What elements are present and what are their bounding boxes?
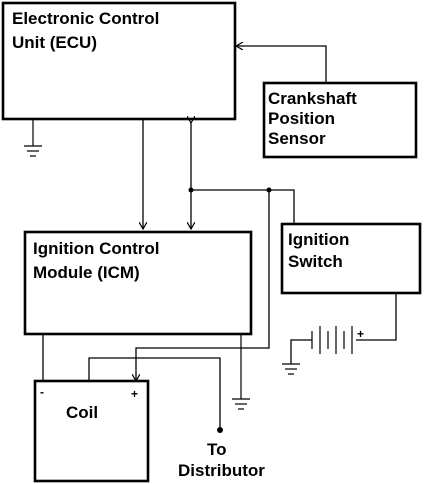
distributor-label-line1: To	[207, 440, 227, 459]
coil-block: Coil - +	[33, 379, 150, 483]
ecu-ground-symbol	[24, 119, 42, 157]
battery-positive-terminal: +	[357, 327, 364, 341]
icm-block: Ignition Control Module (ICM)	[23, 230, 253, 336]
ignition-switch-box	[280, 222, 422, 295]
distributor-label-line2: Distributor	[178, 461, 265, 480]
battery-symbol	[311, 326, 353, 354]
crankshaft-sensor-box	[262, 81, 418, 159]
ecu-label-line1: Electronic Control	[12, 9, 159, 28]
coil-to-distributor-wire	[88, 357, 221, 430]
icm-label-line2: Module (ICM)	[33, 263, 140, 282]
ignition-switch-label-line1: Ignition	[288, 230, 349, 249]
coil-positive-terminal: +	[131, 387, 138, 401]
crankshaft-label-line2: Position	[268, 109, 335, 128]
coil-box	[33, 379, 150, 483]
sensor-to-ecu-wire	[236, 46, 327, 83]
ignition-switch-block: Ignition Switch	[280, 222, 422, 295]
crankshaft-label-line1: Crankshaft	[268, 89, 357, 108]
icm-ground-symbol	[232, 334, 250, 410]
crankshaft-label-line3: Sensor	[268, 129, 326, 148]
icm-label-line1: Ignition Control	[33, 239, 160, 258]
switch-feed-wire	[269, 189, 295, 224]
coil-positive-feed-wire	[136, 190, 270, 381]
coil-negative-terminal: -	[40, 385, 44, 399]
switch-to-battery-wire	[356, 293, 397, 341]
distributor-terminal-dot	[217, 427, 223, 433]
ecu-label-line2: Unit (ECU)	[12, 33, 97, 52]
ecu-box	[1, 1, 237, 121]
ignition-switch-label-line2: Switch	[288, 252, 343, 271]
coil-label: Coil	[66, 403, 98, 422]
crankshaft-sensor-block: Crankshaft Position Sensor	[262, 81, 418, 159]
battery-ground-symbol	[282, 339, 312, 375]
ecu-block: Electronic Control Unit (ECU)	[1, 1, 237, 121]
icm-box	[23, 230, 253, 336]
